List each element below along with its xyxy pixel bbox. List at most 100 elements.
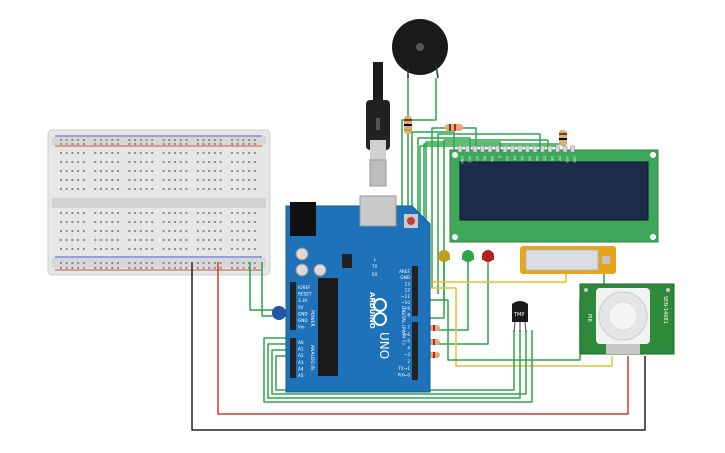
breadboard-hole[interactable]: [162, 230, 165, 232]
breadboard-hole[interactable]: [77, 239, 80, 241]
breadboard-hole[interactable]: [185, 248, 188, 250]
breadboard-hole[interactable]: [196, 267, 199, 269]
breadboard-hole[interactable]: [208, 230, 211, 232]
breadboard-hole[interactable]: [139, 221, 142, 223]
breadboard-hole[interactable]: [168, 239, 171, 241]
breadboard-hole[interactable]: [185, 221, 188, 223]
breadboard-hole[interactable]: [202, 239, 205, 241]
led-green[interactable]: [462, 250, 474, 262]
breadboard-hole[interactable]: [248, 221, 251, 223]
breadboard-hole[interactable]: [71, 248, 74, 250]
breadboard-hole[interactable]: [231, 188, 233, 190]
breadboard-hole[interactable]: [179, 239, 182, 241]
breadboard-hole[interactable]: [134, 179, 137, 181]
breadboard-hole[interactable]: [99, 262, 102, 264]
breadboard-hole[interactable]: [168, 248, 171, 250]
breadboard-hole[interactable]: [151, 239, 154, 241]
breadboard-hole[interactable]: [202, 188, 205, 190]
breadboard-hole[interactable]: [82, 212, 85, 214]
breadboard-hole[interactable]: [134, 248, 137, 250]
breadboard-hole[interactable]: [77, 212, 80, 214]
breadboard-hole[interactable]: [71, 212, 74, 214]
breadboard-hole[interactable]: [99, 221, 102, 223]
breadboard-hole[interactable]: [60, 143, 62, 145]
breadboard-hole[interactable]: [99, 248, 102, 250]
breadboard-hole[interactable]: [82, 267, 85, 269]
breadboard-hole[interactable]: [179, 262, 182, 264]
breadboard-hole[interactable]: [242, 221, 245, 223]
breadboard-hole[interactable]: [179, 152, 182, 154]
breadboard-hole[interactable]: [202, 179, 205, 181]
breadboard-hole[interactable]: [105, 262, 108, 264]
breadboard-hole[interactable]: [139, 170, 142, 172]
breadboard-hole[interactable]: [117, 267, 119, 269]
breadboard-hole[interactable]: [77, 267, 80, 269]
breadboard-hole[interactable]: [105, 188, 108, 190]
breadboard-hole[interactable]: [162, 170, 165, 172]
breadboard-hole[interactable]: [219, 143, 222, 145]
breadboard-hole[interactable]: [236, 161, 239, 163]
breadboard-hole[interactable]: [99, 179, 102, 181]
breadboard-hole[interactable]: [60, 267, 62, 269]
breadboard-hole[interactable]: [196, 139, 199, 141]
breadboard-hole[interactable]: [242, 239, 245, 241]
breadboard-hole[interactable]: [111, 139, 114, 141]
breadboard-hole[interactable]: [117, 188, 119, 190]
breadboard-hole[interactable]: [111, 239, 114, 241]
breadboard-hole[interactable]: [208, 139, 211, 141]
breadboard-hole[interactable]: [196, 248, 199, 250]
breadboard-hole[interactable]: [105, 230, 108, 232]
breadboard-hole[interactable]: [219, 248, 222, 250]
breadboard-hole[interactable]: [60, 161, 62, 163]
breadboard-hole[interactable]: [213, 179, 216, 181]
resistor-lcd-2[interactable]: [559, 130, 567, 146]
breadboard-hole[interactable]: [168, 221, 171, 223]
breadboard-hole[interactable]: [82, 170, 85, 172]
breadboard-hole[interactable]: [242, 212, 245, 214]
lcd-pin[interactable]: [495, 145, 500, 153]
breadboard-hole[interactable]: [77, 230, 80, 232]
breadboard-hole[interactable]: [174, 152, 176, 154]
breadboard-hole[interactable]: [105, 143, 108, 145]
breadboard-hole[interactable]: [185, 143, 188, 145]
breadboard-hole[interactable]: [168, 143, 171, 145]
breadboard-hole[interactable]: [196, 179, 199, 181]
breadboard-hole[interactable]: [65, 139, 68, 141]
breadboard-hole[interactable]: [213, 170, 216, 172]
breadboard-hole[interactable]: [253, 267, 256, 269]
breadboard-hole[interactable]: [162, 262, 165, 264]
breadboard-hole[interactable]: [117, 262, 119, 264]
digital-header-top[interactable]: [412, 266, 418, 316]
breadboard-hole[interactable]: [231, 221, 233, 223]
breadboard-hole[interactable]: [99, 230, 102, 232]
breadboard-hole[interactable]: [94, 179, 97, 181]
breadboard-hole[interactable]: [82, 248, 85, 250]
breadboard-hole[interactable]: [65, 170, 68, 172]
breadboard-hole[interactable]: [77, 161, 80, 163]
breadboard-hole[interactable]: [117, 248, 119, 250]
breadboard-hole[interactable]: [94, 248, 97, 250]
breadboard-hole[interactable]: [139, 262, 142, 264]
breadboard-hole[interactable]: [248, 230, 251, 232]
breadboard-hole[interactable]: [174, 230, 176, 232]
breadboard-hole[interactable]: [145, 221, 148, 223]
breadboard-hole[interactable]: [111, 188, 114, 190]
breadboard-hole[interactable]: [60, 248, 62, 250]
breadboard-hole[interactable]: [196, 161, 199, 163]
breadboard-hole[interactable]: [174, 139, 176, 141]
lcd-pin[interactable]: [510, 145, 515, 153]
breadboard-hole[interactable]: [82, 143, 85, 145]
breadboard-hole[interactable]: [151, 152, 154, 154]
breadboard-hole[interactable]: [202, 139, 205, 141]
breadboard-hole[interactable]: [128, 152, 131, 154]
breadboard-hole[interactable]: [105, 248, 108, 250]
breadboard-hole[interactable]: [77, 152, 80, 154]
breadboard-hole[interactable]: [179, 221, 182, 223]
breadboard-hole[interactable]: [174, 262, 176, 264]
breadboard-hole[interactable]: [253, 170, 256, 172]
breadboard-hole[interactable]: [77, 143, 80, 145]
breadboard-hole[interactable]: [65, 239, 68, 241]
breadboard-hole[interactable]: [248, 170, 251, 172]
breadboard-hole[interactable]: [179, 267, 182, 269]
